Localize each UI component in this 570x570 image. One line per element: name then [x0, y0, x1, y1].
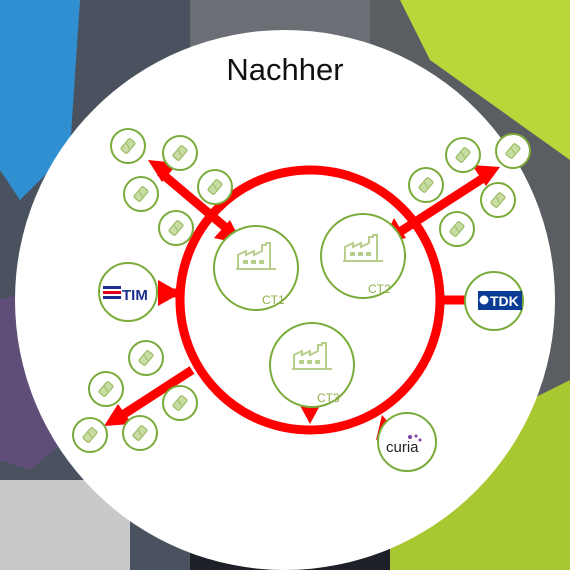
factory-node-ct3: CT3: [269, 322, 355, 408]
partner-node-curia: curia: [377, 412, 437, 472]
arrow-tim: [158, 280, 181, 306]
curia-logo-mark: [408, 434, 422, 442]
tim-logo-text: TIM: [122, 287, 148, 304]
diagram-title: Nachher: [226, 52, 344, 87]
curia-logo-text: curia: [386, 439, 419, 456]
factory-node-ct1: CT1: [213, 225, 299, 311]
partner-node-tdk: TDK: [464, 271, 524, 331]
factory-label-ct3: CT3: [317, 391, 340, 405]
spoke-bottom-left: [104, 366, 195, 426]
tdk-logo: [478, 291, 522, 310]
partner-node-tim: TIM: [98, 262, 158, 322]
tdk-logo-text: TDK: [490, 293, 519, 309]
factory-node-ct2: CT2: [320, 213, 406, 299]
factory-label-ct2: CT2: [368, 282, 391, 296]
factory-label-ct1: CT1: [262, 293, 285, 307]
red-ring: [175, 165, 445, 435]
tim-logo: TIM: [103, 286, 148, 304]
